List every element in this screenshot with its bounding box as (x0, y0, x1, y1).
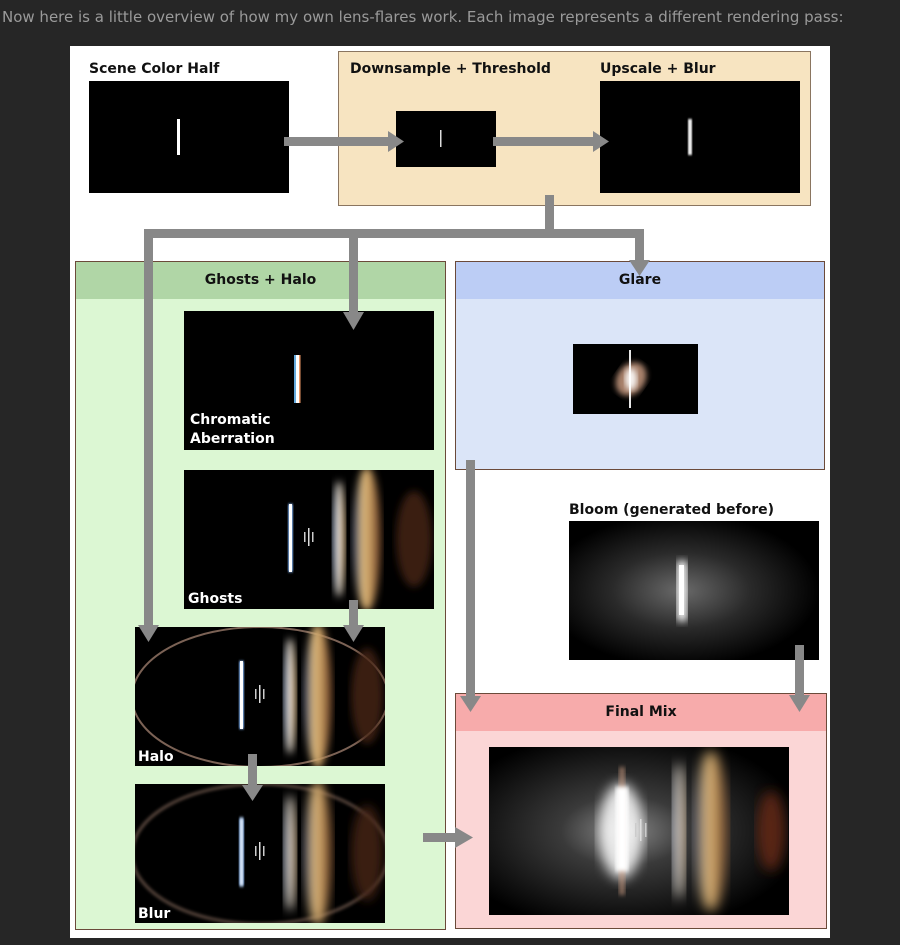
final-mix-header: Final Mix (456, 694, 826, 731)
ghosts-halo-title: Ghosts + Halo (204, 272, 317, 288)
scene-color-label: Scene Color Half (89, 61, 220, 77)
glare-image (573, 344, 698, 414)
ghosts-label: Ghosts (188, 591, 243, 607)
blur-image: Blur (135, 784, 385, 923)
intro-text: Now here is a little overview of how my … (2, 8, 844, 26)
chromatic-aberration-image: Chromatic Aberration (184, 311, 434, 450)
upscale-image (600, 81, 800, 193)
bloom-image (569, 521, 819, 660)
chromatic-label-line1: Chromatic (190, 412, 271, 428)
scene-color-image (89, 81, 289, 193)
ghosts-halo-header: Ghosts + Halo (76, 262, 445, 299)
glare-header: Glare (456, 262, 824, 299)
blur-label: Blur (138, 906, 171, 922)
bloom-label: Bloom (generated before) (569, 502, 775, 518)
ghosts-image: Ghosts (184, 470, 434, 609)
final-mix-title: Final Mix (605, 704, 677, 720)
final-mix-image (489, 747, 789, 915)
downsample-label: Downsample + Threshold (350, 61, 551, 77)
chromatic-label-line2: Aberration (190, 431, 275, 447)
glare-title: Glare (618, 272, 662, 288)
halo-label: Halo (138, 749, 174, 765)
upscale-label: Upscale + Blur (600, 61, 716, 77)
halo-image: Halo (135, 627, 385, 766)
downsample-image (396, 111, 496, 167)
